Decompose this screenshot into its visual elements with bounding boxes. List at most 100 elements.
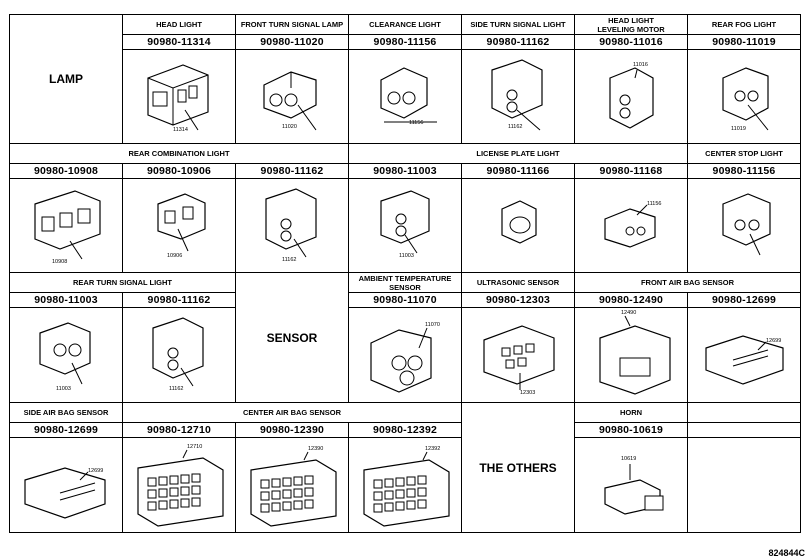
callout-label: 10908 (52, 259, 68, 265)
connector-drawing (147, 64, 209, 131)
callout-label: 12699 (766, 338, 782, 344)
connector-illustration: 11003 (9, 307, 123, 403)
callout-label: 12390 (308, 446, 324, 452)
connector-drawing (24, 467, 106, 519)
callout-label: 12490 (621, 310, 637, 316)
header-front-air-bag-sensor: FRONT AIR BAG SENSOR (574, 272, 801, 293)
connector-drawing (137, 449, 224, 527)
connector-drawing (604, 464, 664, 515)
part-number: 90980-11003 (348, 163, 462, 179)
connector-drawing (363, 451, 450, 527)
part-number: 90980-12710 (122, 422, 236, 438)
callout-label: 11156 (647, 201, 662, 207)
part-number: 90980-10619 (574, 422, 688, 438)
connector-illustration: 12699 (687, 307, 801, 403)
connector-illustration: 11020 (235, 49, 349, 144)
connector-illustration: 11019 (687, 49, 801, 144)
connector-drawing (380, 67, 437, 123)
category-lamp: LAMP (9, 14, 123, 144)
connector-drawing (722, 67, 769, 131)
connector-illustration: 11070 (348, 307, 462, 403)
header-front-turn-signal-lamp: FRONT TURN SIGNAL LAMP (235, 14, 349, 35)
callout-label: 11003 (399, 253, 414, 259)
callout-label: 11003 (56, 386, 71, 392)
callout-label: 11070 (425, 322, 440, 328)
header-side-turn-signal-light: SIDE TURN SIGNAL LIGHT (461, 14, 575, 35)
callout-label: 12710 (187, 444, 203, 450)
empty-cell (687, 402, 801, 423)
connector-illustration: 11162 (235, 178, 349, 273)
part-number: 90980-12392 (348, 422, 462, 438)
callout-label: 10619 (621, 456, 637, 462)
connector-drawing (599, 315, 671, 395)
callout-label: 10906 (167, 253, 183, 259)
connector-illustration: 12390 (235, 437, 349, 533)
connector-drawing (609, 67, 654, 129)
connector-illustration: 11156 (574, 178, 688, 273)
callout-label: 11162 (282, 257, 297, 263)
empty-cell (687, 422, 801, 438)
connector-illustration: 11162 (461, 49, 575, 144)
header-ambient-temperature-sensor: AMBIENT TEMPERATURE SENSOR (348, 272, 462, 293)
connector-illustration: 11156 (348, 49, 462, 144)
callout-label: 11019 (731, 126, 746, 132)
connector-drawing (152, 317, 204, 387)
figure-code: 824844C (768, 548, 805, 558)
connector-illustration: 11003 (348, 178, 462, 273)
part-number: 90980-12699 (687, 292, 801, 308)
connector-illustration: 11016 (574, 49, 688, 144)
callout-label: 12392 (425, 446, 441, 452)
part-number: 90980-12390 (235, 422, 349, 438)
connector-illustration (461, 178, 575, 273)
header-license-plate-light: LICENSE PLATE LIGHT (348, 143, 688, 164)
part-number: 90980-11166 (461, 163, 575, 179)
header-center-stop-light: CENTER STOP LIGHT (687, 143, 801, 164)
callout-label: 11314 (173, 127, 188, 133)
connector-drawing (483, 325, 555, 390)
connector-illustration: 12303 (461, 307, 575, 403)
part-number: 90980-11020 (235, 34, 349, 50)
connector-illustration: 12710 (122, 437, 236, 533)
connector-drawing (265, 188, 317, 258)
connector-drawing (705, 335, 784, 385)
connector-illustration: 10908 (9, 178, 123, 273)
part-number: 90980-12699 (9, 422, 123, 438)
part-number: 90980-11162 (235, 163, 349, 179)
header-rear-fog-light: REAR FOG LIGHT (687, 14, 801, 35)
header-clearance-light: CLEARANCE LIGHT (348, 14, 462, 35)
part-number: 90980-10906 (122, 163, 236, 179)
callout-label: 11162 (169, 386, 184, 392)
part-number: 90980-11314 (122, 34, 236, 50)
callout-label: 12699 (88, 468, 104, 474)
part-number: 90980-11156 (687, 163, 801, 179)
connector-illustration: 12392 (348, 437, 462, 533)
part-number: 90980-10908 (9, 163, 123, 179)
category-sensor: SENSOR (235, 272, 349, 403)
callout-label: 11020 (282, 124, 297, 130)
callout-label: 11016 (633, 62, 648, 68)
part-number: 90980-11162 (122, 292, 236, 308)
part-number: 90980-11019 (687, 34, 801, 50)
connector-illustration: 10619 (574, 437, 688, 533)
header-head-light: HEAD LIGHT (122, 14, 236, 35)
connector-drawing (491, 59, 543, 131)
callout-label: 11162 (508, 124, 523, 130)
header-rear-combination-light: REAR COMBINATION LIGHT (9, 143, 349, 164)
connector-illustration: 12490 (574, 307, 688, 403)
connector-drawing (157, 193, 206, 252)
part-number: 90980-11070 (348, 292, 462, 308)
connector-illustration: 11314 (122, 49, 236, 144)
connector-illustration (687, 178, 801, 273)
header-ultrasonic-sensor: ULTRASONIC SENSOR (461, 272, 575, 293)
connector-drawing (370, 327, 432, 393)
header-rear-turn-signal-light: REAR TURN SIGNAL LIGHT (9, 272, 236, 293)
empty-cell (687, 437, 801, 533)
header-center-air-bag-sensor: CENTER AIR BAG SENSOR (122, 402, 462, 423)
callout-label: 11156 (409, 120, 424, 126)
connector-illustration: 11162 (122, 307, 236, 403)
connector-illustration: 10906 (122, 178, 236, 273)
part-number: 90980-11016 (574, 34, 688, 50)
connector-drawing (380, 190, 430, 254)
part-number: 90980-12490 (574, 292, 688, 308)
header-head-light-leveling-motor: HEAD LIGHT LEVELING MOTOR (574, 14, 688, 35)
